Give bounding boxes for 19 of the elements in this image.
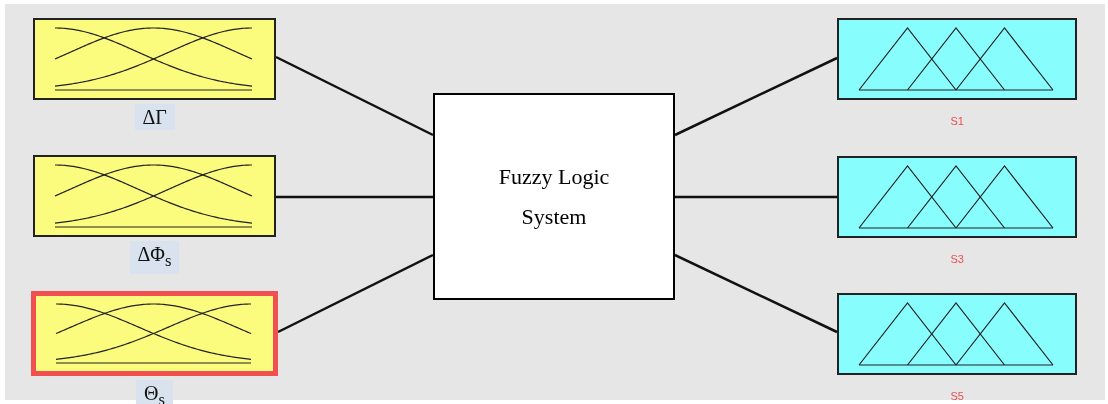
connector-line	[675, 195, 837, 199]
variable-label: ΔΦ$_{s}$	[129, 241, 180, 274]
process-label: Fuzzy Logic System	[497, 162, 611, 231]
variable-label: S3	[950, 252, 964, 266]
connector-line	[276, 195, 433, 199]
membership-function-box	[33, 18, 276, 100]
connector-line	[277, 253, 434, 334]
variable-label: S1	[950, 114, 964, 128]
membership-function-box	[837, 18, 1077, 100]
membership-function-box	[837, 156, 1077, 238]
membership-function-box	[31, 291, 278, 376]
membership-function-box	[837, 293, 1077, 375]
connector-line	[275, 55, 434, 137]
variable-label: S5	[950, 389, 964, 403]
variable-label: ΔΓ	[134, 104, 175, 130]
connector-line	[674, 56, 838, 137]
connector-line	[674, 253, 838, 334]
membership-function-box	[33, 155, 276, 237]
process-box	[433, 93, 675, 300]
